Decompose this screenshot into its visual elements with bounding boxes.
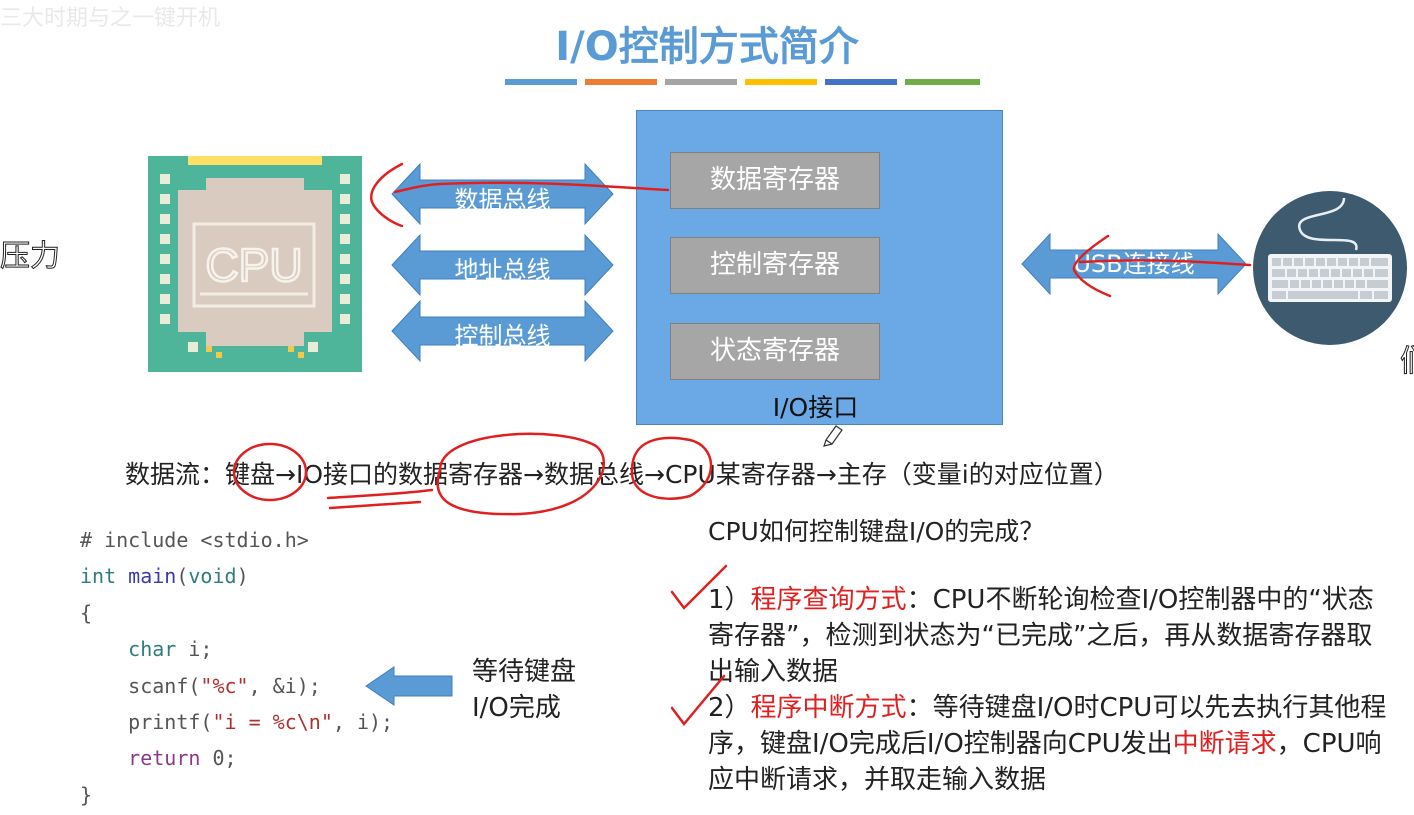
method-1-text: CPU不断轮询检查I/O控制器中的“状态寄存器”，检测到状态为“已完成”之后，再… — [708, 585, 1374, 687]
method-1-paragraph: 1）程序查询方式：CPU不断轮询检查I/O控制器中的“状态寄存器”，检测到状态为… — [708, 582, 1398, 690]
method-1-number: 1） — [708, 585, 751, 615]
wait-note: 等待键盘 I/O完成 — [472, 654, 576, 726]
data-flow-arrow: → — [275, 460, 296, 489]
code-line-char-decl: char i; — [128, 637, 213, 662]
method-1-name: 程序查询方式 — [750, 585, 907, 615]
code-line-include: # include <stdio.h> — [80, 528, 309, 552]
annotation-underline-2 — [328, 500, 422, 510]
keyboard-icon — [1252, 190, 1408, 346]
bus-arrows — [391, 162, 614, 363]
wait-note-line2: I/O完成 — [472, 693, 561, 723]
code-line-close-brace: } — [80, 782, 93, 807]
title-stripe-6 — [905, 79, 980, 85]
method-2-name: 程序中断方式 — [750, 693, 907, 723]
data-bus-arrow — [391, 162, 614, 226]
method-2-paragraph: 2）程序中断方式：等待键盘I/O时CPU可以先去执行其他程序，键盘I/O完成后I… — [708, 690, 1398, 798]
cpu-chip-label: CPU — [205, 239, 302, 291]
data-flow-step-main-memory: 主存（变量i的对应位置） — [836, 460, 1119, 489]
code-line-main: int main(void) — [80, 564, 249, 589]
data-flow-arrow: → — [523, 460, 544, 489]
address-bus-arrow — [391, 233, 614, 297]
method-2-text: 等待键盘I/O时CPU可以先去执行其他程序，键盘I/O完成后I/O控制器向CPU… — [708, 693, 1387, 759]
wait-arrow — [365, 666, 453, 706]
code-line-return: return 0; — [128, 746, 237, 771]
method-2-colon: ： — [906, 693, 933, 723]
interrupt-request-highlight: 中断请求 — [1172, 729, 1277, 759]
data-flow-step-data-bus: 数据总线 — [544, 460, 645, 489]
edge-text-left: 压力 — [0, 239, 61, 275]
code-block: # include <stdio.h> int main(void) { cha… — [80, 522, 393, 813]
control-register: 控制寄存器 — [670, 237, 880, 294]
data-flow-line: 数据流：键盘→IO接口的数据寄存器→数据总线→CPU某寄存器→主存（变量i的对应… — [125, 455, 1119, 491]
data-flow-step-cpu-register: CPU某寄存器 — [664, 460, 816, 489]
slide-title: I/O控制方式简介 — [555, 24, 859, 70]
code-line-printf: printf("i = %c\n", i); — [80, 709, 394, 734]
data-flow-arrow: → — [644, 460, 665, 489]
annotation-underline — [326, 488, 434, 500]
title-stripe-4 — [745, 79, 817, 85]
data-flow-step-keyboard: 键盘 — [225, 460, 276, 489]
code-line-scanf: scanf("%c", &i); — [80, 673, 321, 698]
title-stripe-5 — [825, 79, 897, 85]
io-interface-label: I/O接口 — [772, 393, 859, 422]
io-interface-box: 数据寄存器 控制寄存器 状态寄存器 I/O接口 — [636, 110, 1003, 425]
wait-note-line1: 等待键盘 — [472, 657, 577, 687]
control-bus-label: 控制总线 — [454, 322, 551, 350]
data-flow-arrow: → — [815, 460, 837, 489]
method-2-number: 2） — [708, 693, 751, 723]
usb-label: USB连接线 — [1073, 250, 1195, 278]
method-2-text-end: ，CPU响应中断请求，并取走输入数据 — [708, 729, 1382, 795]
title-stripe-1 — [505, 79, 577, 85]
control-bus-arrow — [391, 299, 614, 363]
edge-text-top: 三大时期与之一键开机 — [0, 6, 221, 31]
cpu-chip-icon: CPU — [148, 156, 362, 372]
pen-cursor-icon — [823, 425, 843, 447]
data-flow-prefix: 数据流： — [125, 460, 226, 489]
edge-text-right: 们 — [1400, 336, 1414, 380]
question-text: CPU如何控制键盘I/O的完成？ — [708, 517, 1045, 546]
address-bus-label: 地址总线 — [454, 256, 551, 284]
method-1-colon: ： — [906, 585, 933, 615]
data-register: 数据寄存器 — [670, 152, 880, 209]
status-register: 状态寄存器 — [670, 323, 880, 380]
data-flow-step-io-data-register: IO接口的数据寄存器 — [295, 460, 524, 489]
title-stripe-2 — [585, 79, 657, 85]
title-stripe-3 — [665, 79, 737, 85]
data-bus-label: 数据总线 — [454, 186, 551, 214]
code-line-open-brace: { — [80, 600, 93, 625]
